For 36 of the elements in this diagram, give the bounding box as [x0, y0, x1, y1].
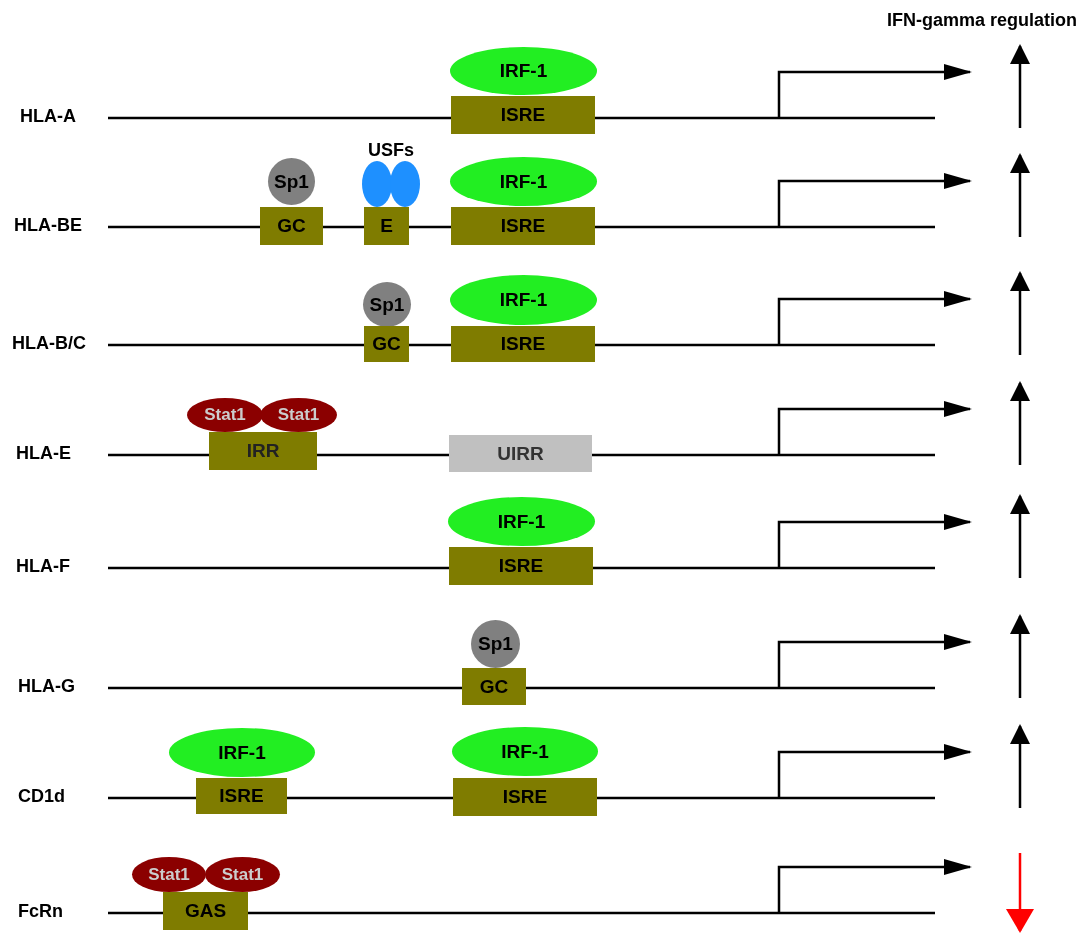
binding-site-box: ISRE [196, 778, 287, 814]
gene-label: HLA-G [18, 676, 75, 697]
binding-site-box: GAS [163, 892, 248, 930]
binding-site-box: ISRE [451, 207, 595, 245]
gene-label: HLA-E [16, 443, 71, 464]
gene-label: CD1d [18, 786, 65, 807]
protein-circle: Sp1 [268, 158, 315, 205]
column-heading: IFN-gamma regulation [886, 10, 1077, 31]
protein-ellipse: Stat1 [132, 857, 206, 892]
protein-ellipse: IRF-1 [452, 727, 598, 776]
gene-label: HLA-BE [14, 215, 82, 236]
gene-label: HLA-B/C [12, 333, 86, 354]
binding-site-box: IRR [209, 432, 317, 470]
gene-label: FcRn [18, 901, 63, 922]
protein-ellipse: Stat1 [205, 857, 280, 892]
protein-label: USFs [368, 140, 414, 161]
protein-ellipse: IRF-1 [450, 47, 597, 95]
protein-ellipse: IRF-1 [448, 497, 595, 546]
protein-circle: Sp1 [363, 282, 411, 327]
protein-ellipse: Stat1 [260, 398, 337, 432]
binding-site-box: GC [364, 326, 409, 362]
binding-site-box: ISRE [453, 778, 597, 816]
binding-site-box: ISRE [451, 96, 595, 134]
protein-circle: Sp1 [471, 620, 520, 668]
gene-label: HLA-A [20, 106, 76, 127]
protein-ellipse: IRF-1 [169, 728, 315, 777]
protein-ellipse: Stat1 [187, 398, 263, 432]
binding-site-box: GC [260, 207, 323, 245]
protein-ellipse: IRF-1 [450, 275, 597, 325]
binding-site-box: E [364, 207, 409, 245]
binding-site-box: ISRE [451, 326, 595, 362]
protein-ellipse: IRF-1 [450, 157, 597, 206]
gene-label: HLA-F [16, 556, 70, 577]
binding-site-box: ISRE [449, 547, 593, 585]
binding-site-box: GC [462, 668, 526, 705]
binding-site-box: UIRR [449, 435, 592, 472]
